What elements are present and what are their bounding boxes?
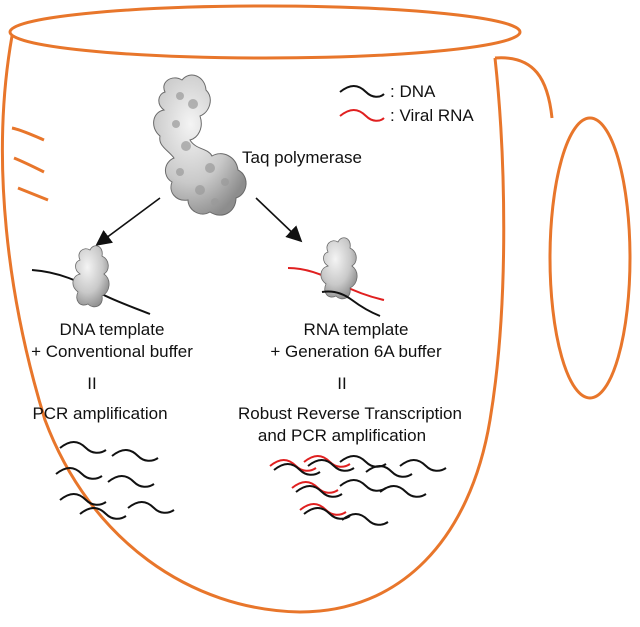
left-equals-sign: II [87, 374, 97, 393]
taq-polymerase-structure [153, 74, 247, 216]
legend-dna-strand [339, 85, 385, 98]
arrow-right [255, 197, 303, 243]
cup-body [0, 35, 506, 614]
right-result-label-1: Robust Reverse Transcription [238, 404, 462, 423]
cup-outline [0, 4, 632, 614]
branch-arrows [95, 197, 303, 246]
arrow-left [95, 197, 161, 246]
legend-dna-label: : DNA [390, 82, 436, 101]
left-product-strands [55, 441, 175, 520]
right-buffer-label: + Generation 6A buffer [270, 342, 442, 361]
cup-handle [494, 56, 554, 119]
left-result-label: PCR amplification [32, 404, 168, 423]
left-buffer-label: + Conventional buffer [31, 342, 193, 361]
cup-rib-3 [17, 186, 49, 202]
right-result-label-2: and PCR amplification [257, 426, 427, 445]
cup-rib-2 [13, 156, 45, 174]
left-template-complex [31, 245, 151, 315]
right-template-complex [287, 237, 385, 317]
cup-rim [8, 4, 522, 60]
right-equals-sign: II [337, 374, 347, 393]
right-template-label: RNA template [303, 320, 409, 339]
right-product-strands [269, 455, 447, 526]
legend-rna-label: : Viral RNA [390, 106, 474, 125]
cup-rib-1 [11, 126, 45, 142]
legend-rna-strand [339, 109, 385, 122]
left-template-label: DNA template [59, 320, 165, 339]
enzyme-label: Taq polymerase [242, 148, 363, 167]
legend [339, 85, 385, 122]
dna-product-strand [321, 290, 381, 317]
cup-handle-loop [548, 116, 632, 400]
